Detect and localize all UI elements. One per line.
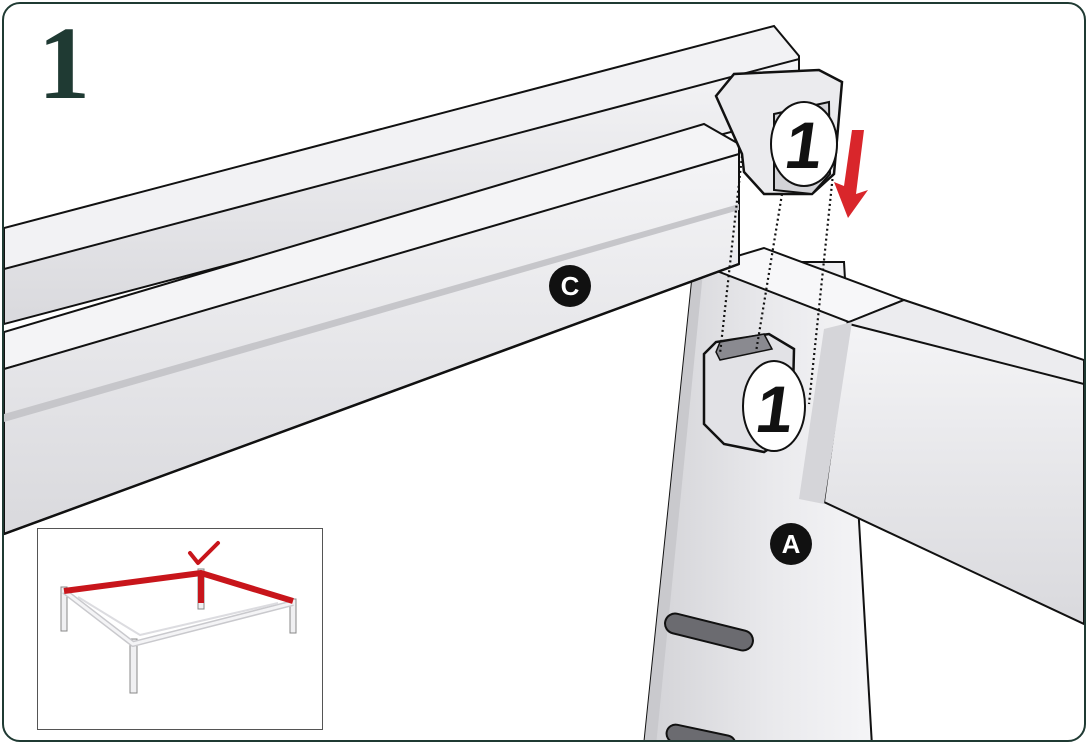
side-rail (799, 298, 1084, 626)
overview-inset (37, 528, 323, 730)
down-arrow-icon (834, 130, 868, 218)
assembly-illustration: 1 1 C A (4, 24, 1084, 740)
step-number: 1 (38, 6, 90, 121)
leg-a (643, 246, 907, 740)
rail-c (4, 122, 740, 536)
part-label-a: A (770, 523, 812, 565)
frame-overview-diagram (60, 541, 297, 694)
alignment-guides (718, 155, 835, 405)
svg-text:C: C (561, 271, 580, 301)
leg-slot (664, 612, 754, 652)
leg-slot (665, 723, 737, 740)
bracket-badge: 1 (742, 360, 806, 452)
checkmark-icon (188, 541, 220, 565)
connector-badge: 1 (770, 101, 838, 187)
part-label-c: C (549, 265, 591, 307)
svg-text:A: A (782, 529, 801, 559)
